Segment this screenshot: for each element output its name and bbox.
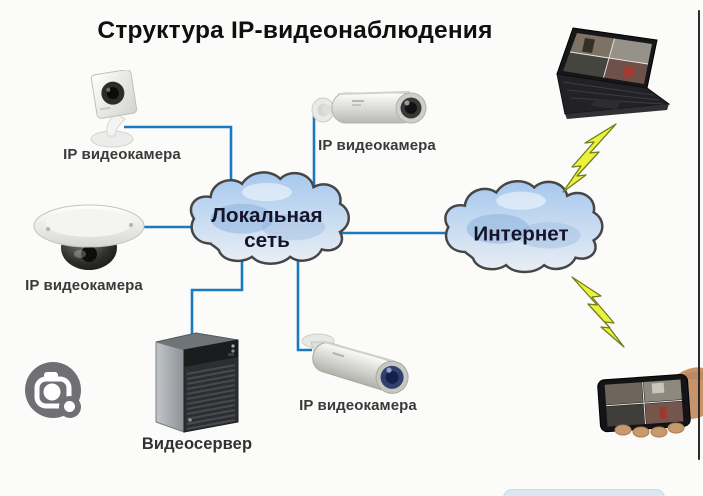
cloud-internet-label: Интернет (473, 222, 568, 245)
lightning-internet-to-laptop (562, 123, 617, 193)
cloud-internet-shape (444, 180, 604, 274)
laptop-icon (556, 27, 671, 119)
label-camera-cube: IP видеокамера (63, 146, 181, 163)
cloud-lan-highlight (242, 182, 292, 202)
cloud-lan: Локальная сеть (189, 171, 350, 265)
camera-shutter-icon (43, 383, 61, 401)
camera-dot-icon (64, 401, 75, 412)
page-title: Структура IP-видеонаблюдения (97, 17, 493, 44)
lightning-internet-to-smartphone (571, 276, 625, 348)
line-cube-camera-to-lan (124, 125, 233, 188)
google-lens-button[interactable] (24, 361, 82, 419)
cloud-lan-label-line1: Локальная (211, 204, 322, 227)
ip-camera-dome-icon (33, 204, 145, 270)
ip-camera-cube-icon (90, 70, 138, 148)
camera-body-icon (34, 376, 72, 409)
right-edge-line (698, 10, 700, 460)
line-lan-to-server (190, 258, 244, 334)
label-video-server: Видеосервер (141, 435, 253, 453)
smartphone-in-hand-icon (597, 367, 703, 438)
cloud-lan-shape (189, 171, 350, 265)
cloud-internet: Интернет (444, 180, 604, 274)
label-camera-bullet-top: IP видеокамера (318, 137, 436, 154)
ip-camera-bullet-bottom-icon (301, 333, 409, 394)
cloud-internet-texture (517, 222, 581, 249)
cloud-internet-texture (466, 213, 530, 244)
label-camera-bullet-bottom: IP видеокамера (299, 397, 417, 414)
cloud-lan-texture (210, 203, 274, 234)
cloud-lan-texture (262, 213, 326, 241)
label-camera-dome: IP видеокамера (25, 277, 143, 294)
video-server-icon (155, 332, 239, 433)
cloud-lan-label-line2: сеть (244, 229, 290, 252)
bottom-cropped-panel (503, 489, 665, 496)
ip-camera-bullet-top-icon (311, 91, 427, 124)
line-lan-to-bullet-bottom (296, 256, 312, 352)
cloud-internet-highlight (496, 191, 546, 210)
